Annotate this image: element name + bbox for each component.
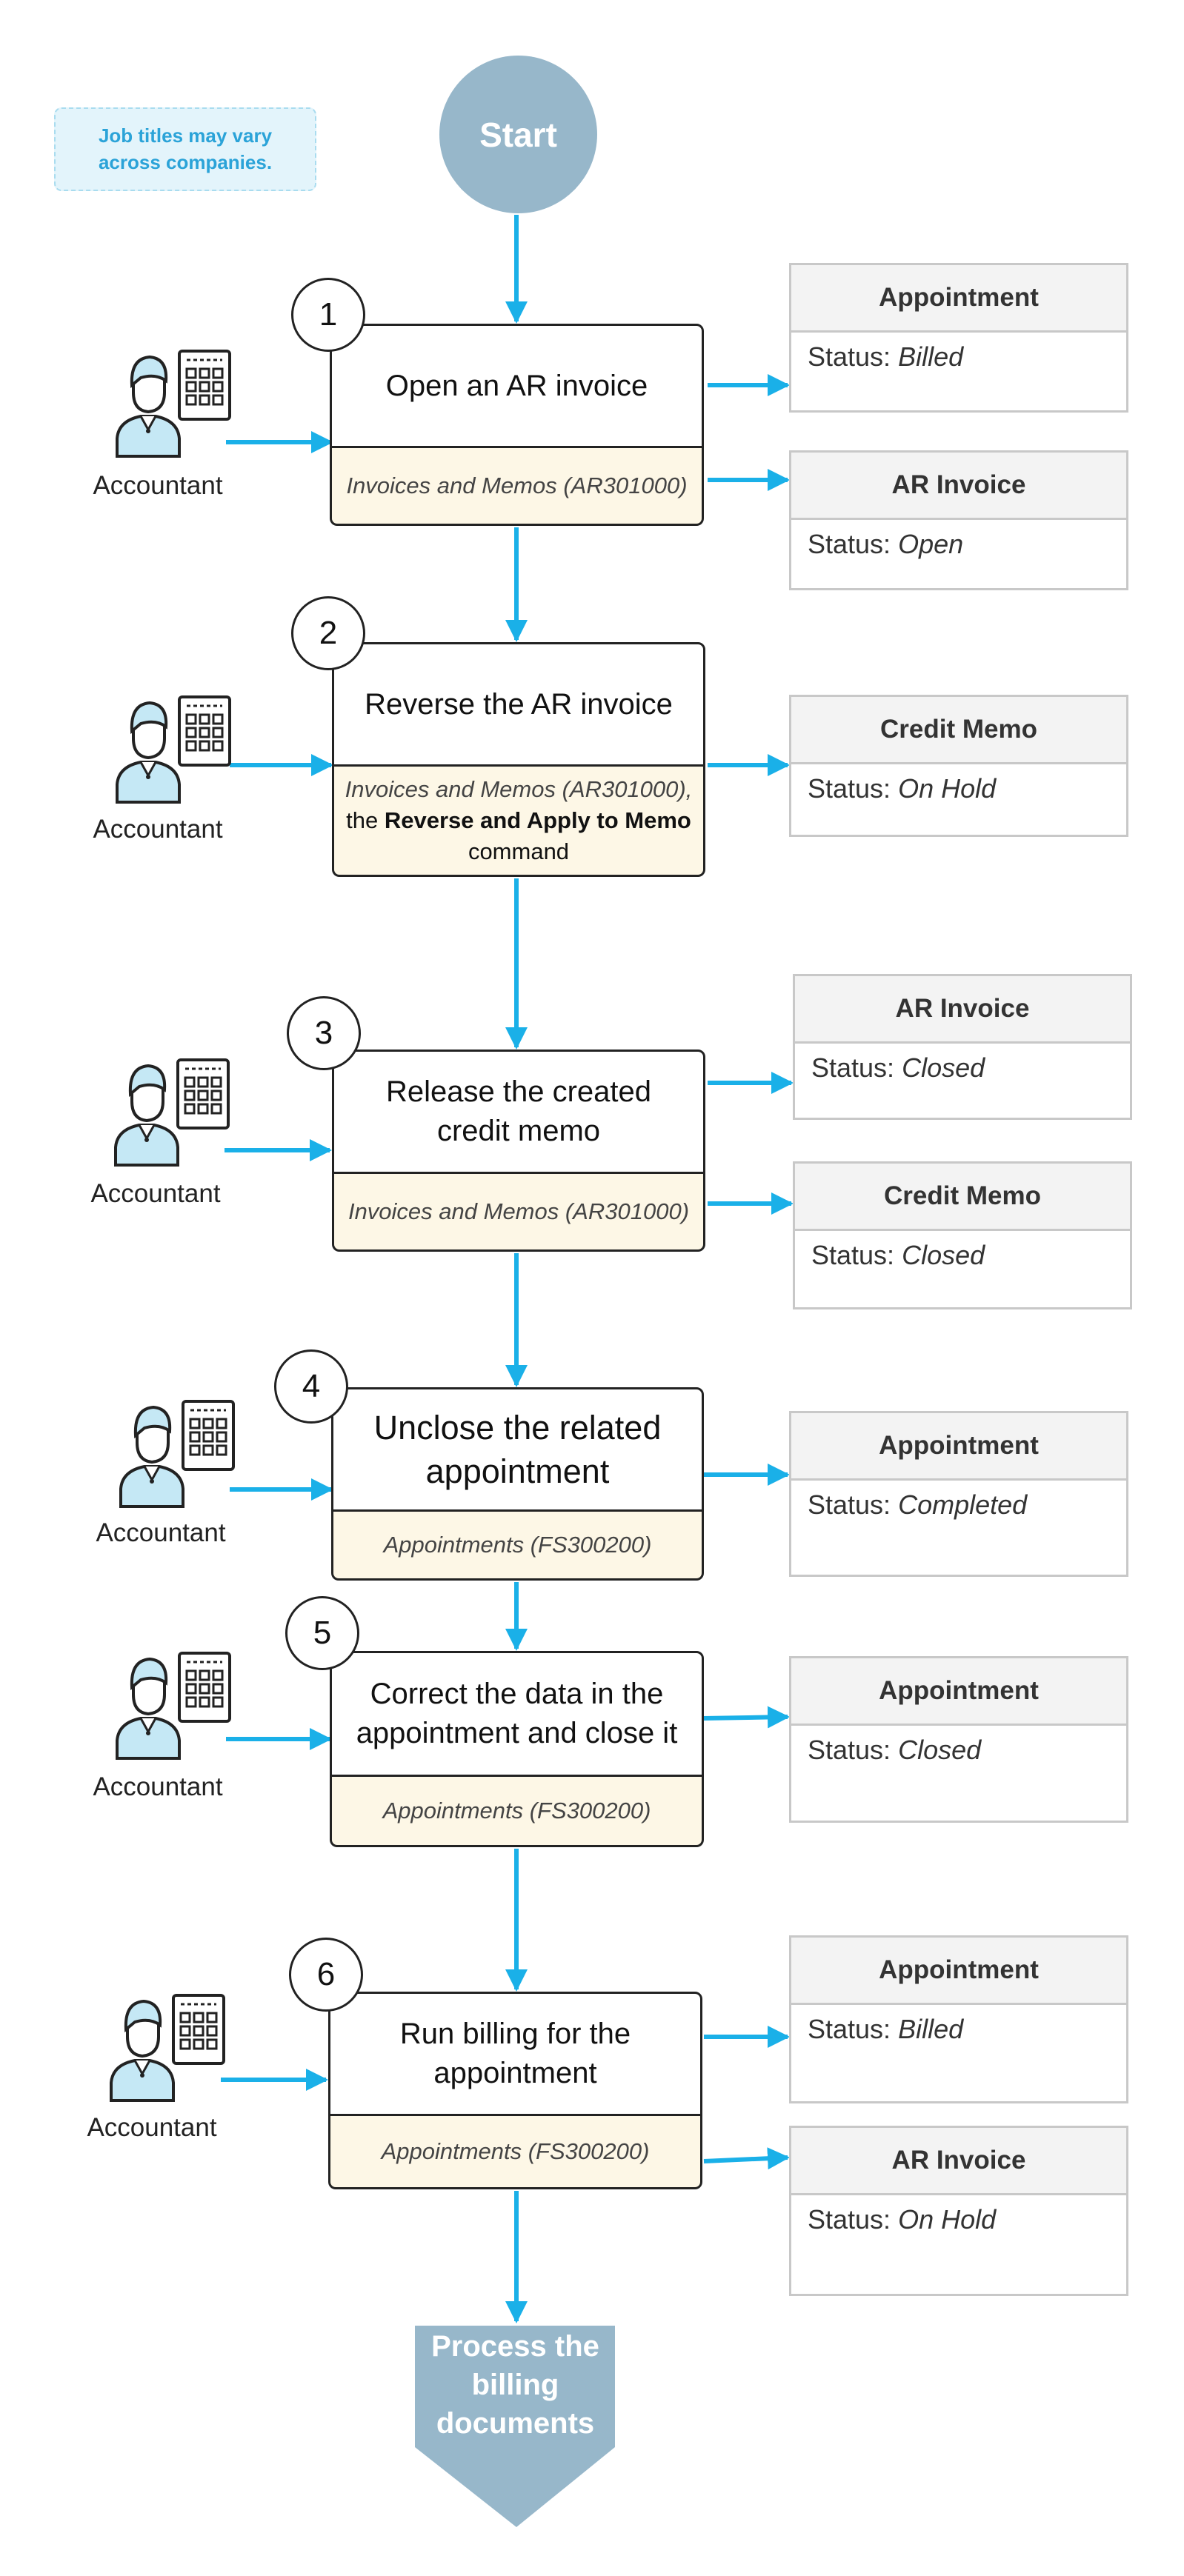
step-6-title: Run billing for the appointment xyxy=(328,1992,702,2116)
accountant-icon xyxy=(115,1398,241,1513)
card-title: Credit Memo xyxy=(791,697,1126,764)
step-1-number: 1 xyxy=(291,278,365,352)
card-status: Status: On Hold xyxy=(808,2204,997,2235)
card-title: AR Invoice xyxy=(791,2128,1126,2195)
step-3-screen-name: Invoices and Memos (AR301000) xyxy=(347,1198,690,1225)
card-title: AR Invoice xyxy=(795,976,1130,1044)
card-status: Status: Completed xyxy=(808,1489,1028,1520)
status-card: AR Invoice Status: Open xyxy=(789,450,1128,590)
card-title: Appointment xyxy=(791,1658,1126,1726)
card-status: Status: Closed xyxy=(811,1240,985,1270)
card-title: Credit Memo xyxy=(795,1164,1130,1231)
step-2-screen-mid: the xyxy=(346,807,379,834)
card-status: Status: Open xyxy=(808,529,964,559)
step-5-screen-name: Appointments (FS300200) xyxy=(382,1798,651,1824)
role-label-6: Accountant xyxy=(87,2113,217,2142)
arrow-s6-card2 xyxy=(703,2147,790,2170)
role-label-1: Accountant xyxy=(93,471,223,500)
step-6-screen-name: Appointments (FS300200) xyxy=(381,2138,650,2165)
step-4-screen: Appointments (FS300200) xyxy=(331,1512,704,1581)
card-status: Status: Billed xyxy=(808,341,964,372)
arrow-s5-card1 xyxy=(703,1706,790,1729)
step-2-screen-tail: command xyxy=(468,838,570,864)
status-card: AR Invoice Status: On Hold xyxy=(789,2126,1128,2296)
step-1-title: Open an AR invoice xyxy=(330,324,704,448)
end-shape xyxy=(415,2326,615,2527)
step-6-screen: Appointments (FS300200) xyxy=(328,2116,702,2189)
card-status: Status: On Hold xyxy=(808,773,997,804)
status-card: Appointment Status: Completed xyxy=(789,1411,1128,1577)
status-card: Credit Memo Status: Closed xyxy=(793,1161,1132,1309)
step-4-screen-name: Appointments (FS300200) xyxy=(383,1532,652,1558)
step-5-number: 5 xyxy=(285,1596,359,1670)
step-2-command: Reverse and Apply to Memo xyxy=(384,807,691,834)
card-status: Status: Billed xyxy=(808,2014,964,2044)
accountant-icon xyxy=(111,348,237,463)
step-3-screen: Invoices and Memos (AR301000) xyxy=(332,1174,705,1252)
step-1-screen: Invoices and Memos (AR301000) xyxy=(330,448,704,526)
status-card: Credit Memo Status: On Hold xyxy=(789,695,1128,837)
step-1-screen-name: Invoices and Memos (AR301000) xyxy=(346,473,688,499)
card-title: Appointment xyxy=(791,265,1126,333)
end-node-label: Process the billing documents xyxy=(431,2330,599,2440)
role-label-4: Accountant xyxy=(96,1518,226,1547)
status-card: Appointment Status: Billed xyxy=(789,263,1128,413)
step-4-number: 4 xyxy=(274,1349,348,1424)
status-card: Appointment Status: Billed xyxy=(789,1935,1128,2103)
card-title: AR Invoice xyxy=(791,453,1126,520)
step-5-title: Correct the data in the appointment and … xyxy=(330,1651,704,1777)
card-status: Status: Closed xyxy=(811,1052,985,1083)
accountant-icon xyxy=(111,1650,237,1765)
step-5-screen: Appointments (FS300200) xyxy=(330,1777,704,1847)
step-2-screen: Invoices and Memos (AR301000), the Rever… xyxy=(332,767,705,877)
accountant-icon xyxy=(105,1992,231,2107)
role-label-5: Accountant xyxy=(93,1772,223,1801)
card-status: Status: Closed xyxy=(808,1735,982,1765)
accountant-icon xyxy=(111,694,237,809)
card-title: Appointment xyxy=(791,1413,1126,1481)
status-card: AR Invoice Status: Closed xyxy=(793,974,1132,1120)
step-3-title: Release the created credit memo xyxy=(332,1050,705,1174)
step-3-number: 3 xyxy=(287,996,361,1070)
step-4-title: Unclose the related appointment xyxy=(331,1387,704,1512)
role-label-3: Accountant xyxy=(90,1179,221,1208)
start-node: Start xyxy=(439,56,597,213)
step-2-title: Reverse the AR invoice xyxy=(332,642,705,767)
step-2-number: 2 xyxy=(291,596,365,670)
job-titles-note: Job titles may vary across companies. xyxy=(54,107,316,191)
step-2-screen-name: Invoices and Memos (AR301000), xyxy=(345,776,693,803)
card-title: Appointment xyxy=(791,1938,1126,2005)
step-6-number: 6 xyxy=(289,1938,363,2012)
status-card: Appointment Status: Closed xyxy=(789,1656,1128,1823)
role-label-2: Accountant xyxy=(93,815,223,844)
accountant-icon xyxy=(110,1057,236,1172)
